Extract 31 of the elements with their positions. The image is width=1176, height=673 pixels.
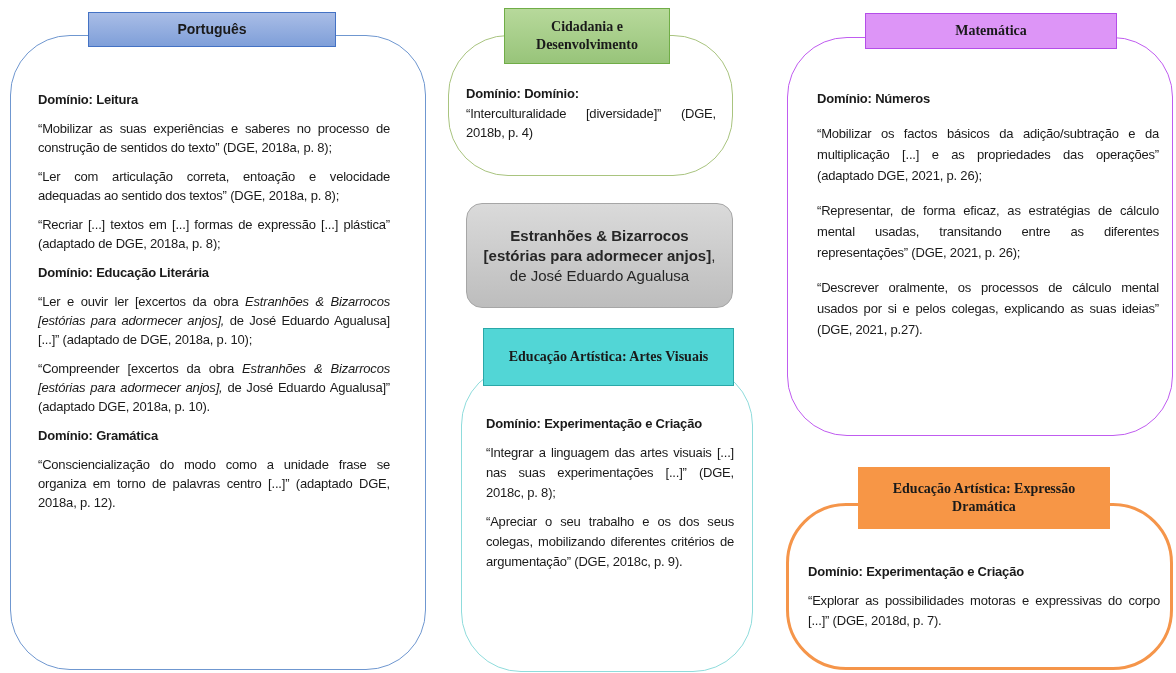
quote-text: “Consciencialização do modo como a unidade frase se organiza em torno de palavras centro [...]” (adaptado DGE, 2018a, p. 12).: [38, 456, 390, 512]
subject-card: [786, 467, 1173, 670]
domain-heading: Domínio: Gramática: [38, 427, 160, 445]
book-title-box: Estranhões & Bizarrocos [estórias para adormecer anjos], de José Eduardo Agualusa: [466, 203, 733, 308]
subject-card: [787, 13, 1173, 436]
quote-text: “Descrever oralmente, os processos de cálculo mental usados por si e pelos colegas, explicando as suas ideias” (DGE, 2021, p.27).: [817, 279, 1159, 339]
subject-card: [448, 8, 733, 176]
quote-text: “Ler e ouvir ler [excertos da obra Estranhões & Bizarrocos [estórias para adormecer anjos], de José Eduardo Agualusa] [...]” (adaptado de DGE, 2018a, p. 10);: [38, 293, 390, 349]
domain-heading: Domínio: Experimentação e Criação: [486, 415, 703, 433]
quote-text: “Explorar as possibilidades motoras e expressivas do corpo [...]” (DGE, 2018d, p. 7).: [808, 592, 1160, 630]
quote-text: “Mobilizar as suas experiências e saberes no processo de construção de sentidos do texto” (DGE, 2018a, p. 8);: [38, 120, 390, 157]
quote-text: “Compreender [excertos da obra Estranhões & Bizarrocos [estórias para adormecer anjos], de José Eduardo Agualusa]” (adaptado DGE, 2018a, p. 10).: [38, 360, 390, 416]
quote-text: “Mobilizar os factos básicos da adição/subtração e da multiplicação [...] e as propriedades das operações” (adaptado DGE, 2021, p. 26);: [817, 125, 1159, 185]
quote-text: “Ler com articulação correta, entoação e velocidade adequadas ao sentido dos textos” (DGE, 2018a, p. 8);: [38, 168, 390, 205]
quote-text: “Recriar [...] textos em [...] formas de expressão [...] plástica” (adaptado de DGE, 2018a, p. 8);: [38, 216, 390, 253]
quote-text: “Interculturalidade [diversidade]” (DGE, 2018b, p. 4): [466, 105, 716, 142]
quote-text: “Apreciar o seu trabalho e os dos seus colegas, mobilizando diferentes critérios de argumentação” (DGE, 2018c, p. 9).: [486, 513, 734, 571]
subject-heading: Educação Artística: Expressão Dramática: [858, 467, 1110, 529]
subject-card: [461, 328, 753, 672]
subject-heading: Matemática: [865, 13, 1117, 49]
subject-heading: Português: [88, 12, 336, 47]
domain-heading: Domínio: Educação Literária: [38, 264, 210, 282]
subject-card: [10, 12, 426, 670]
domain-heading: Domínio: Números: [817, 90, 932, 108]
domain-heading: Domínio: Domínio:: [466, 85, 580, 103]
domain-heading: Domínio: Experimentação e Criação: [808, 563, 1025, 581]
subject-heading: Educação Artística: Artes Visuais: [483, 328, 734, 386]
quote-text: “Integrar a linguagem das artes visuais [...] nas suas experimentações [...]” (DGE, 2018c, p. 8);: [486, 444, 734, 502]
subject-heading: Cidadania e Desenvolvimento: [504, 8, 670, 64]
domain-heading: Domínio: Leitura: [38, 91, 140, 109]
quote-text: “Representar, de forma eficaz, as estratégias de cálculo mental usadas, transitando entre as diferentes representações” (DGE, 2021, p. 26);: [817, 202, 1159, 262]
